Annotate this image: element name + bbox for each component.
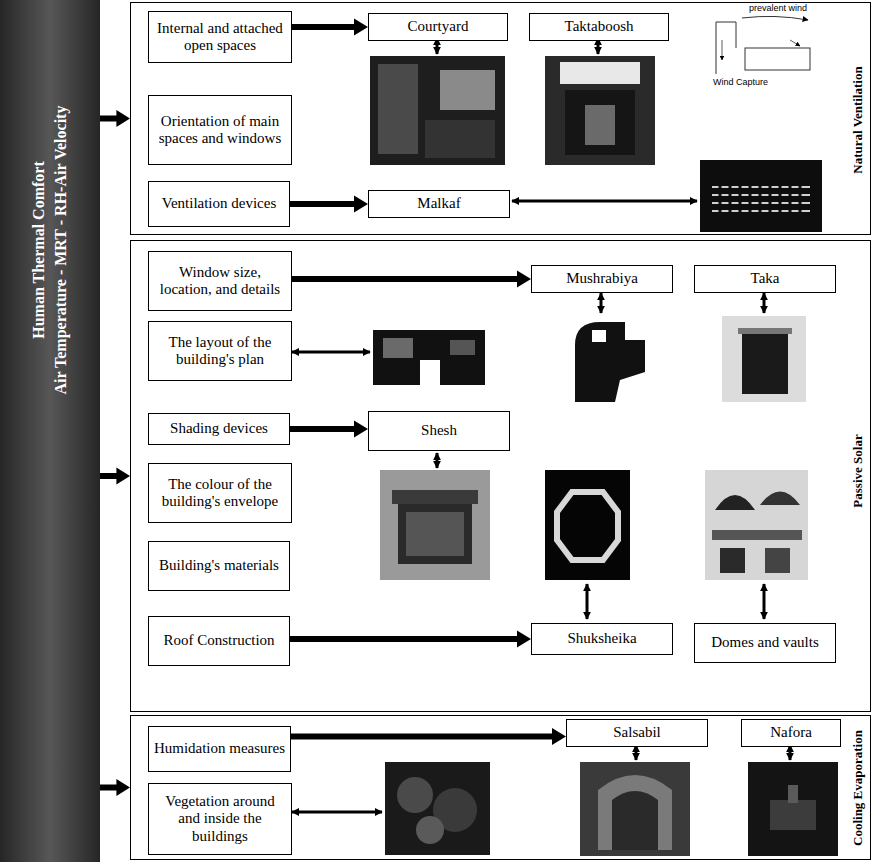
comfort-band: Human Thermal ComfortAir Temperature - M… <box>0 0 100 862</box>
flow-arrow <box>290 631 531 648</box>
feature-box: The colour of the building's envelope <box>148 463 292 523</box>
box-text: Internal and attached open spaces <box>153 20 287 55</box>
sketch-label: Wind Capture <box>712 77 769 87</box>
category-panel: Passive Solar Window size, location, and … <box>130 240 871 712</box>
flow-arrow <box>290 421 368 438</box>
box-text: Humidation measures <box>154 740 285 757</box>
box-text: Salsabil <box>613 724 661 741</box>
panel-label: Cooling Evaporation <box>848 713 868 862</box>
box-text: Shuksheika <box>567 630 636 647</box>
panel-label: Natural Ventilation <box>848 20 868 220</box>
flow-arrow <box>291 728 566 745</box>
feature-box: Building's materials <box>148 541 290 591</box>
box-text: Malkaf <box>417 195 460 212</box>
feature-box: Domes and vaults <box>694 623 836 663</box>
feature-box: Internal and attached open spaces <box>148 11 292 63</box>
box-text: Ventilation devices <box>162 195 277 212</box>
box-text: Taktaboosh <box>565 18 634 35</box>
feature-box: Shuksheika <box>531 623 673 655</box>
band-subtitle: Air Temperature - MRT - RH-Air Velocity <box>50 106 72 395</box>
box-text: The colour of the building's envelope <box>153 476 287 511</box>
category-panel: Cooling Evaporation Humidation measures Sa… <box>130 715 871 860</box>
band-title: Human Thermal Comfort <box>28 161 50 338</box>
box-text: Window size, location, and details <box>153 264 287 299</box>
feature-box: Mushrabiya <box>531 265 673 293</box>
box-text: Orientation of main spaces and windows <box>153 113 287 148</box>
feature-box: Courtyard <box>368 13 508 41</box>
box-text: Building's materials <box>159 557 279 574</box>
category-panel: Natural Ventilation Internal and attached… <box>130 2 871 235</box>
flow-arrow <box>100 468 130 485</box>
box-text: Domes and vaults <box>711 634 818 651</box>
sketch-label: prevalent wind <box>748 3 808 13</box>
flow-arrow <box>290 196 368 213</box>
flow-arrow <box>292 19 368 36</box>
box-text: Taka <box>751 270 780 287</box>
box-text: Shading devices <box>170 420 268 437</box>
feature-box: Salsabil <box>566 719 708 747</box>
feature-box: Shesh <box>368 411 510 451</box>
feature-box: Ventilation devices <box>148 181 290 227</box>
feature-box: Shading devices <box>148 413 290 445</box>
panel-label: Passive Solar <box>848 371 868 571</box>
box-text: Nafora <box>770 724 812 741</box>
feature-box: The layout of the building's plan <box>148 321 292 381</box>
flow-arrow <box>100 779 130 796</box>
feature-box: Humidation measures <box>148 726 291 772</box>
box-text: Mushrabiya <box>566 270 638 287</box>
feature-box: Orientation of main spaces and windows <box>148 95 292 165</box>
flow-arrow <box>100 110 130 127</box>
feature-box: Window size, location, and details <box>148 251 292 311</box>
feature-box: Vegetation around and inside the buildin… <box>148 783 292 855</box>
feature-box: Taktaboosh <box>529 13 669 41</box>
feature-box: Roof Construction <box>148 616 290 666</box>
box-text: The layout of the building's plan <box>153 334 287 369</box>
feature-box: Malkaf <box>368 190 510 218</box>
box-text: Roof Construction <box>163 632 274 649</box>
box-text: Shesh <box>421 422 457 439</box>
box-text: Courtyard <box>408 18 469 35</box>
flow-arrow <box>292 271 531 288</box>
rotated-heading: Human Thermal ComfortAir Temperature - M… <box>5 10 95 490</box>
feature-box: Taka <box>694 265 836 293</box>
feature-box: Nafora <box>741 719 841 747</box>
box-text: Vegetation around and inside the buildin… <box>153 793 287 845</box>
